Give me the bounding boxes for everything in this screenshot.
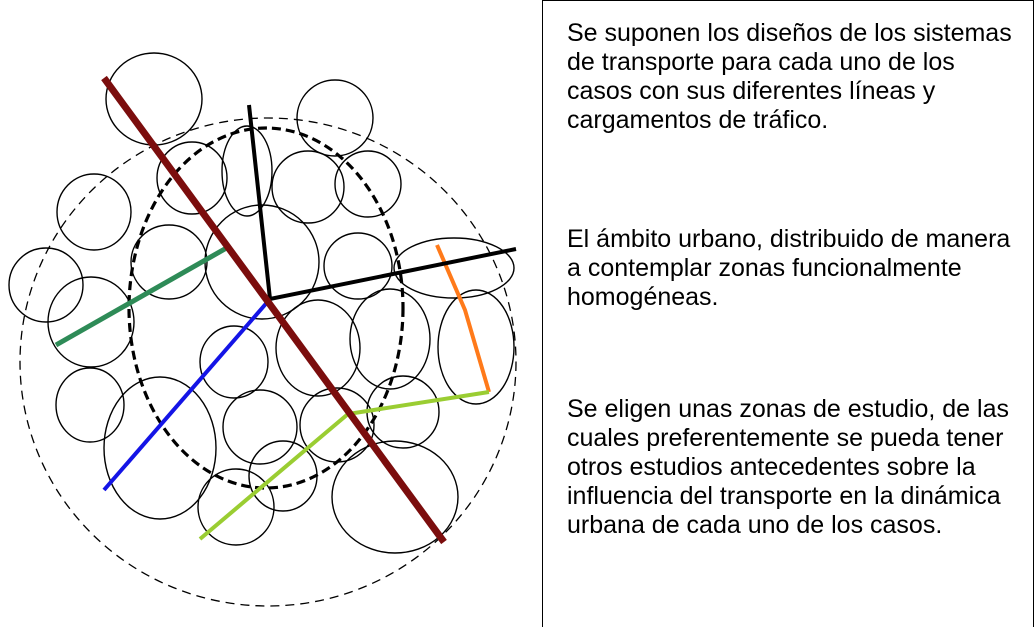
zone xyxy=(130,224,208,300)
zone xyxy=(275,299,361,397)
zones xyxy=(8,52,515,554)
lime-route-line xyxy=(198,390,490,541)
description-paragraph-3: Se eligen unas zonas de estudio, de las … xyxy=(567,395,1009,539)
zone xyxy=(437,289,515,405)
zone xyxy=(331,440,459,554)
zone xyxy=(197,468,275,546)
zone xyxy=(271,150,345,224)
zone xyxy=(103,376,217,520)
zone xyxy=(8,247,84,323)
zone xyxy=(156,141,228,215)
green-route-line xyxy=(54,243,232,348)
description-paragraph-1: Se suponen los diseños de los sistemas d… xyxy=(567,19,1012,134)
black-route-line xyxy=(247,104,517,302)
zone xyxy=(334,150,402,218)
zone xyxy=(55,367,125,443)
zone xyxy=(199,325,269,399)
red-route-line xyxy=(101,75,447,545)
zone xyxy=(248,440,318,512)
description-paragraph-2: El ámbito urbano, distribuido de manera … xyxy=(567,225,1011,311)
zone xyxy=(296,79,374,157)
study-area-boundary xyxy=(127,126,405,490)
urban-boundary xyxy=(19,117,517,607)
zone xyxy=(323,232,393,300)
urban-transport-diagram xyxy=(8,52,517,607)
blue-route-line xyxy=(102,297,272,492)
orange-route-line xyxy=(435,244,491,393)
zone xyxy=(56,173,132,251)
zone xyxy=(47,276,135,368)
description-panel: Se suponen los diseños de los sistemas d… xyxy=(542,0,1034,627)
zone xyxy=(221,125,273,217)
zone xyxy=(349,288,431,390)
zone xyxy=(222,389,298,465)
zone xyxy=(393,237,515,299)
